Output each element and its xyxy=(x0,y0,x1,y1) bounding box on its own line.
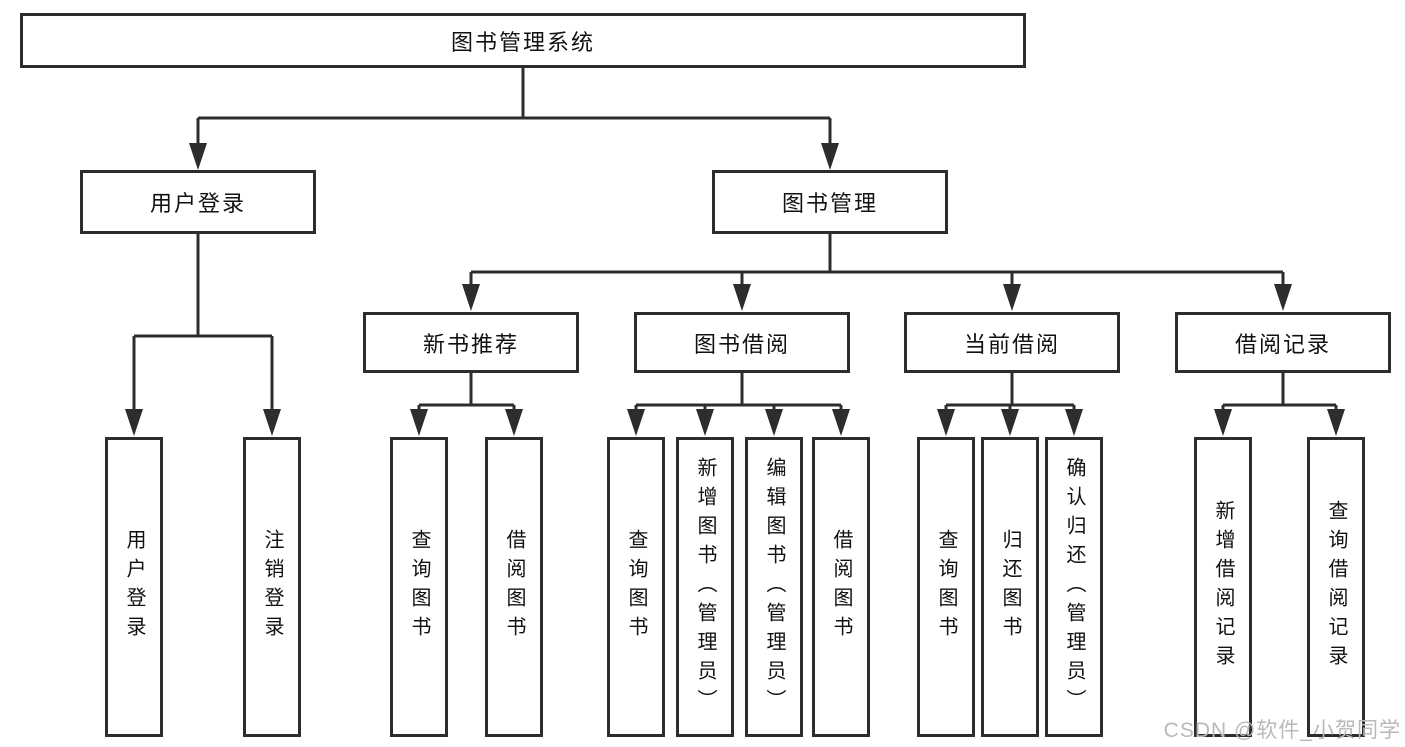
arrow-down-icon xyxy=(937,409,955,436)
arrow-down-icon xyxy=(1274,284,1292,311)
arrow-down-icon xyxy=(410,409,428,436)
node-library-management-system: 图书管理系统 xyxy=(20,13,1026,68)
leaf-add-books-admin: 新增图书（管理员） xyxy=(676,437,734,737)
arrow-down-icon xyxy=(627,409,645,436)
leaf-user-login: 用户登录 xyxy=(105,437,163,737)
arrow-down-icon xyxy=(765,409,783,436)
arrow-down-icon xyxy=(189,143,207,170)
leaf-edit-books-admin: 编辑图书（管理员） xyxy=(745,437,803,737)
arrow-down-icon xyxy=(1065,409,1083,436)
connector-borrow-records-branch xyxy=(1214,373,1345,436)
connector-book-management-branch xyxy=(462,234,1292,311)
leaf-borrow-books-recommend: 借阅图书 xyxy=(485,437,543,737)
arrow-down-icon xyxy=(125,409,143,436)
arrow-down-icon xyxy=(1001,409,1019,436)
arrow-down-icon xyxy=(832,409,850,436)
arrow-down-icon xyxy=(696,409,714,436)
connector-new-book-recommend-branch xyxy=(410,373,523,436)
node-new-book-recommend: 新书推荐 xyxy=(363,312,579,373)
node-book-management: 图书管理 xyxy=(712,170,948,234)
leaf-confirm-return-admin: 确认归还（管理员） xyxy=(1045,437,1103,737)
arrow-down-icon xyxy=(462,284,480,311)
connector-book-borrow-branch xyxy=(627,373,850,436)
leaf-add-borrow-record: 新增借阅记录 xyxy=(1194,437,1252,737)
csdn-watermark: CSDN @软件_小贺同学 xyxy=(1163,719,1401,742)
arrow-down-icon xyxy=(263,409,281,436)
node-user-login: 用户登录 xyxy=(80,170,316,234)
arrow-down-icon xyxy=(1327,409,1345,436)
arrow-down-icon xyxy=(1214,409,1232,436)
arrow-down-icon xyxy=(505,409,523,436)
node-book-borrow: 图书借阅 xyxy=(634,312,850,373)
leaf-query-borrow-record: 查询借阅记录 xyxy=(1307,437,1365,737)
arrow-down-icon xyxy=(1003,284,1021,311)
leaf-query-books-recommend: 查询图书 xyxy=(390,437,448,737)
leaf-query-books-current: 查询图书 xyxy=(917,437,975,737)
leaf-query-books-borrow: 查询图书 xyxy=(607,437,665,737)
leaf-borrow-books: 借阅图书 xyxy=(812,437,870,737)
node-current-borrow: 当前借阅 xyxy=(904,312,1120,373)
arrow-down-icon xyxy=(733,284,751,311)
arrow-down-icon xyxy=(821,143,839,170)
leaf-return-books: 归还图书 xyxy=(981,437,1039,737)
connector-user-login-branch xyxy=(125,234,281,436)
connector-root-to-level2 xyxy=(189,68,839,170)
node-borrow-records: 借阅记录 xyxy=(1175,312,1391,373)
connector-current-borrow-branch xyxy=(937,373,1083,436)
leaf-logout: 注销登录 xyxy=(243,437,301,737)
